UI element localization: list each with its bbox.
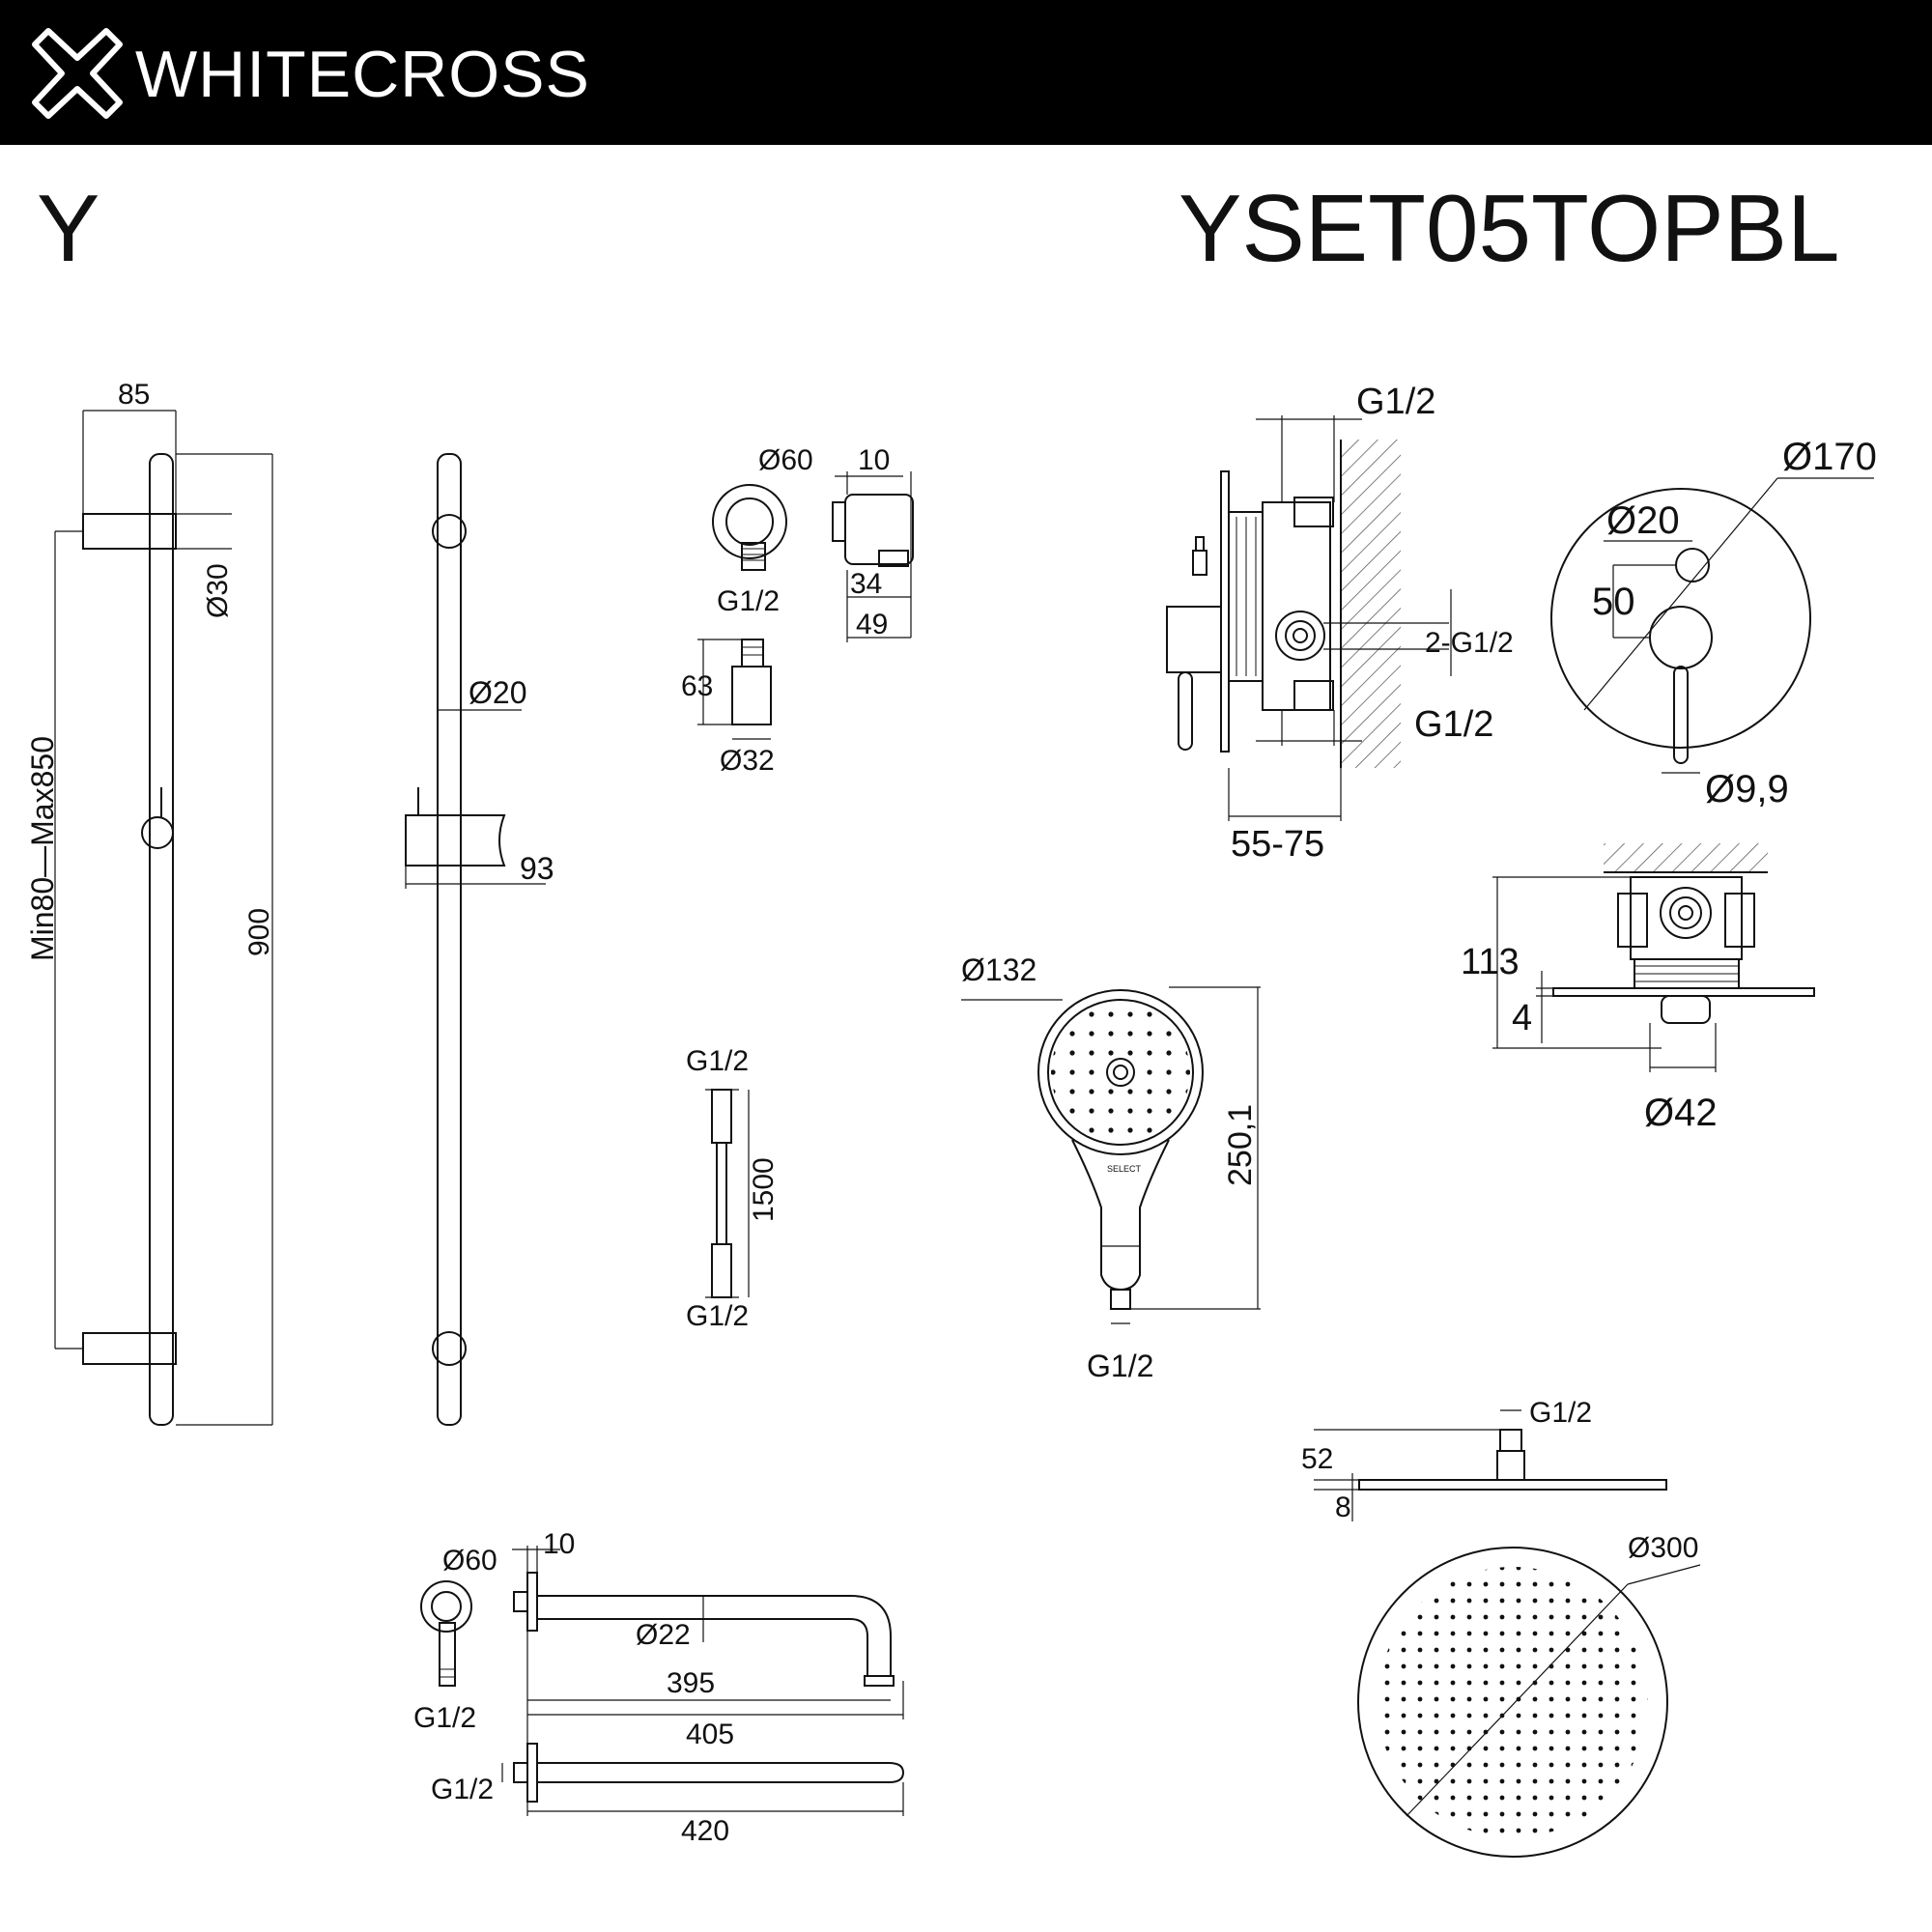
valve-body-top-view (1492, 843, 1815, 1072)
valve-inlet-bottom-label: G1/2 (1414, 704, 1493, 745)
valve-plate-front-view (1550, 477, 1874, 774)
slide-rail-front-view (405, 453, 546, 1426)
slide-rail-side-view (54, 410, 273, 1426)
outlet-total-label: 49 (856, 609, 888, 640)
arm-diameter-label: Ø22 (636, 1619, 691, 1651)
wall-outlet-drawing (697, 471, 914, 740)
rail-width-label: 85 (118, 379, 150, 411)
rail-bracket-diameter-label: Ø30 (202, 563, 234, 618)
hose-length-label: 1500 (748, 1157, 780, 1222)
valve-outlets-label: 2-G1/2 (1425, 627, 1514, 659)
whitecross-logo-icon (32, 28, 123, 119)
body-diameter-label: Ø42 (1644, 1092, 1718, 1134)
outlet-flange-label: 10 (858, 444, 890, 476)
outlet-pipe-diameter-label: Ø32 (720, 745, 775, 777)
arm-flange-label: 10 (543, 1528, 575, 1560)
arm-length-label: 405 (686, 1719, 734, 1750)
shower-hose-drawing (705, 1089, 750, 1298)
handshower-diameter-label: Ø132 (961, 952, 1037, 987)
concealed-valve-drawing (1166, 415, 1452, 821)
diverter-offset-label: 50 (1592, 581, 1635, 623)
hose-thread-top-label: G1/2 (686, 1045, 749, 1077)
plate-thickness-label: 4 (1512, 998, 1532, 1038)
rail-diameter-label: Ø20 (469, 675, 526, 710)
hand-shower-drawing (961, 986, 1261, 1324)
rail-length-label: 900 (243, 908, 275, 956)
outlet-thread-label: G1/2 (717, 585, 780, 617)
hose-thread-bottom-label: G1/2 (686, 1300, 749, 1332)
handle-diameter-label: Ø9,9 (1705, 768, 1789, 810)
handshower-length-label: 250,1 (1222, 1104, 1259, 1186)
head-thread-label: G1/2 (1529, 1397, 1592, 1429)
arm-flange-diameter-label: Ø60 (442, 1545, 497, 1577)
body-height-label: 113 (1461, 942, 1520, 982)
head-thickness-label: 8 (1335, 1492, 1351, 1523)
plate-diameter-label: Ø170 (1782, 436, 1877, 478)
arm-reach-label: 395 (667, 1667, 715, 1699)
model-number: YSET05TOPBL (1179, 175, 1840, 281)
outlet-pipe-length-label: 63 (681, 670, 713, 702)
arm-thread-label: G1/2 (413, 1702, 476, 1734)
series-label: Y (37, 175, 100, 281)
spout-thread-label: G1/2 (431, 1774, 494, 1805)
outlet-diameter-label: Ø60 (758, 444, 813, 476)
valve-depth-label: 55-75 (1231, 824, 1324, 865)
diverter-diameter-label: Ø20 (1606, 499, 1680, 542)
brand-name: WHITECROSS (135, 38, 590, 111)
spout-length-label: 420 (681, 1815, 729, 1847)
head-height-label: 52 (1301, 1443, 1333, 1475)
handshower-brand-label: SELECT (1107, 1164, 1142, 1174)
rain-shower-head-drawing (1314, 1409, 1701, 1858)
head-diameter-label: Ø300 (1628, 1532, 1698, 1564)
handshower-thread-label: G1/2 (1087, 1349, 1153, 1383)
outlet-depth-label: 34 (850, 568, 882, 600)
valve-inlet-top-label: G1/2 (1356, 382, 1435, 422)
rail-adjust-range-label: Min80—Max850 (25, 736, 60, 961)
header-bar: WHITECROSS (0, 0, 1932, 145)
shower-arm-drawing (420, 1546, 905, 1816)
holder-depth-label: 93 (520, 851, 554, 886)
